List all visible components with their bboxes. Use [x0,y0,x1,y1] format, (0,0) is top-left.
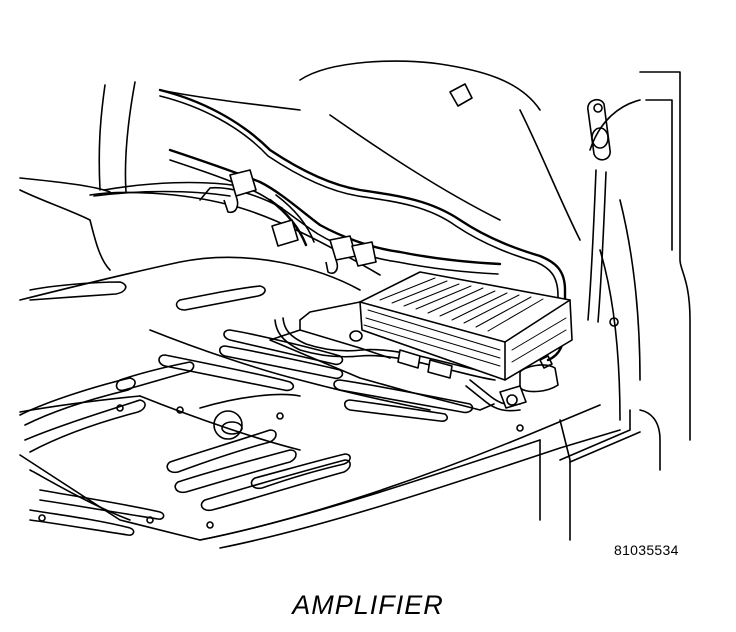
figure-number: 81035534 [614,542,679,558]
amplifier-module [299,271,573,409]
amplifier-bracket [269,329,495,411]
vehicle-cargo-floor-illustration [19,60,691,549]
body-side-panel [19,60,691,471]
floor-ribs [19,281,619,536]
seat-belt-anchor [587,98,611,323]
figure-caption: AMPLIFIER [292,590,444,620]
